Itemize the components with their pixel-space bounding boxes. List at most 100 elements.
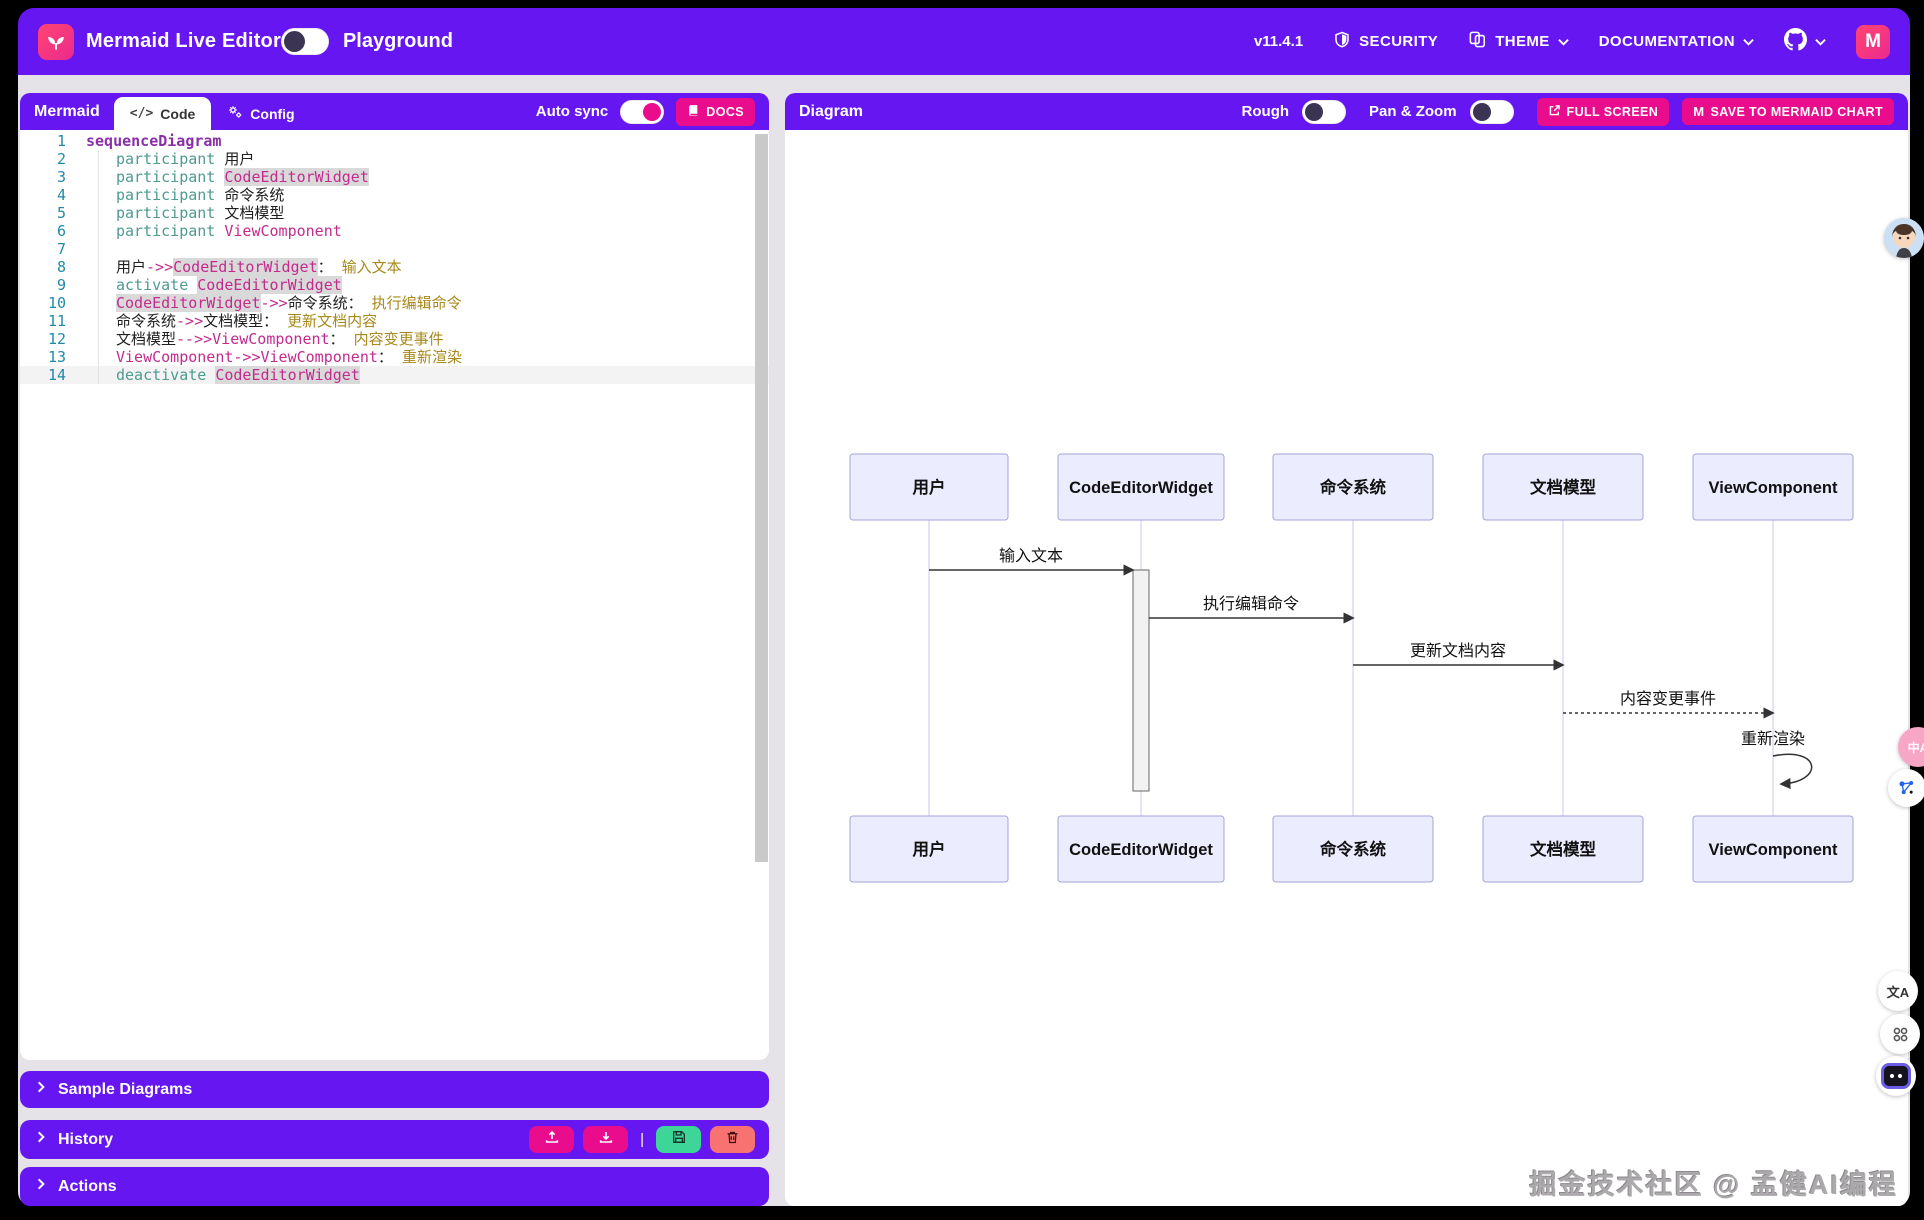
code-line-7[interactable]: 7	[20, 240, 769, 258]
graph-nodes-icon[interactable]	[1888, 769, 1924, 807]
editor-panel-header: Mermaid </> Code Config Auto sync DOCS	[20, 93, 769, 130]
save-history-button[interactable]	[656, 1126, 701, 1153]
svg-text:CodeEditorWidget: CodeEditorWidget	[1069, 841, 1213, 859]
history-bar[interactable]: History |	[20, 1120, 769, 1159]
line-number: 2	[56, 150, 66, 168]
sequence-diagram: 用户用户CodeEditorWidgetCodeEditorWidget命令系统…	[849, 453, 1854, 883]
chevron-down-icon	[1557, 33, 1569, 50]
tab-code-label: Code	[160, 105, 196, 122]
security-label: SECURITY	[1359, 33, 1439, 50]
rough-label: Rough	[1241, 103, 1290, 120]
chevron-down-icon	[1815, 33, 1826, 50]
mermaid-chart-icon: M	[1693, 104, 1705, 119]
diagram-panel: Diagram Rough Pan & Zoom FULL SCREEN M S…	[785, 93, 1908, 1206]
robot-face	[1881, 1063, 1911, 1089]
mermaid-logo-icon[interactable]	[38, 23, 74, 60]
watermark: 掘金技术社区 @ 孟健AI编程	[1529, 1170, 1898, 1200]
editor-scrollbar[interactable]	[755, 134, 768, 862]
line-number: 11	[47, 312, 66, 330]
translate-icon[interactable]: 文A	[1878, 971, 1918, 1011]
code-icon: </>	[129, 106, 154, 121]
svg-text:ViewComponent: ViewComponent	[1709, 479, 1838, 497]
svg-text:输入文本: 输入文本	[999, 547, 1063, 565]
line-number: 7	[56, 240, 66, 258]
actions-bar[interactable]: Actions	[20, 1167, 769, 1206]
svg-text:文档模型: 文档模型	[1530, 839, 1597, 859]
full-screen-button[interactable]: FULL SCREEN	[1536, 97, 1670, 126]
svg-text:内容变更事件: 内容变更事件	[1620, 690, 1716, 708]
save-to-mermaid-chart-button[interactable]: M SAVE TO MERMAID CHART	[1682, 98, 1894, 125]
pan-zoom-label: Pan & Zoom	[1369, 103, 1457, 120]
auto-sync-label: Auto sync	[535, 103, 609, 120]
line-number: 10	[47, 294, 66, 312]
tab-code[interactable]: </> Code	[113, 97, 212, 130]
upload-icon	[544, 1129, 560, 1150]
avatar[interactable]	[1884, 218, 1924, 258]
nav-documentation[interactable]: DOCUMENTATION	[1599, 33, 1754, 50]
save-to-mermaid-chart-label: SAVE TO MERMAID CHART	[1710, 104, 1883, 119]
translate-pink-icon[interactable]: 中A	[1898, 727, 1924, 767]
line-number: 3	[56, 168, 66, 186]
line-number: 12	[47, 330, 66, 348]
top-navbar: Mermaid Live Editor Playground v11.4.1 S…	[18, 8, 1910, 75]
mermaid-chart-icon[interactable]: M	[1856, 24, 1890, 59]
svg-text:ViewComponent: ViewComponent	[1709, 841, 1838, 859]
auto-sync-toggle[interactable]	[620, 99, 665, 124]
line-number: 6	[56, 222, 66, 240]
tab-config[interactable]: Config	[211, 97, 310, 130]
nav-theme[interactable]: THEME	[1468, 30, 1569, 53]
docs-button[interactable]: DOCS	[676, 97, 755, 126]
history-label: History	[58, 1130, 114, 1148]
book-icon	[687, 104, 700, 120]
editor-panel-title: Mermaid	[34, 102, 100, 120]
diagram-panel-header: Diagram Rough Pan & Zoom FULL SCREEN M S…	[785, 93, 1908, 130]
sample-diagrams-bar[interactable]: Sample Diagrams	[20, 1071, 769, 1108]
pan-zoom-toggle[interactable]	[1469, 99, 1514, 124]
floppy-icon	[671, 1129, 687, 1150]
toggle-knob	[1305, 102, 1324, 121]
shield-icon	[1333, 31, 1351, 53]
rough-toggle[interactable]	[1302, 99, 1347, 124]
apps-grid-icon[interactable]	[1880, 1014, 1920, 1054]
line-number: 14	[47, 366, 66, 384]
github-icon	[1784, 28, 1807, 55]
svg-text:文档模型: 文档模型	[1530, 477, 1597, 497]
download-history-button[interactable]	[583, 1126, 629, 1153]
gear-icon	[227, 104, 243, 123]
playground-label: Playground	[342, 30, 453, 52]
svg-text:命令系统: 命令系统	[1320, 477, 1387, 497]
tab-config-label: Config	[250, 105, 295, 122]
playground-toggle[interactable]	[280, 28, 329, 55]
separator: |	[640, 1131, 644, 1148]
download-icon	[598, 1129, 614, 1150]
full-screen-label: FULL SCREEN	[1566, 104, 1659, 119]
toggle-knob	[643, 102, 662, 121]
upload-history-button[interactable]	[529, 1126, 575, 1153]
nav-github[interactable]	[1784, 28, 1826, 55]
toggle-knob	[1472, 102, 1491, 121]
nav-security[interactable]: SECURITY	[1333, 31, 1438, 53]
delete-history-button[interactable]	[710, 1126, 755, 1153]
line-number: 4	[56, 186, 66, 204]
editor-panel: Mermaid </> Code Config Auto sync DOCS 1…	[20, 93, 769, 1060]
assistant-robot-icon[interactable]	[1876, 1056, 1916, 1096]
documentation-label: DOCUMENTATION	[1598, 33, 1735, 50]
version-label: v11.4.1	[1253, 33, 1304, 50]
docs-label: DOCS	[706, 104, 744, 119]
chevron-right-icon	[34, 1130, 48, 1149]
